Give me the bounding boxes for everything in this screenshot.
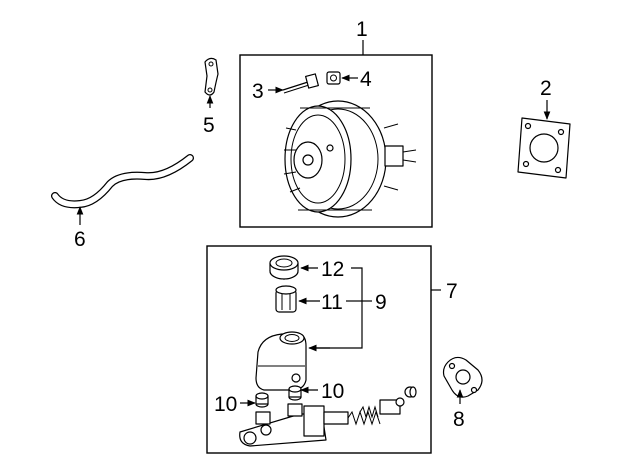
callout-6: 6 bbox=[74, 228, 86, 251]
filter-icon[interactable] bbox=[275, 285, 297, 313]
reservoir-cap-icon[interactable] bbox=[269, 255, 299, 280]
nut-icon[interactable] bbox=[326, 71, 341, 85]
vacuum-hose-icon[interactable] bbox=[51, 154, 194, 209]
booster-box bbox=[239, 54, 433, 228]
brake-booster-icon[interactable] bbox=[283, 100, 417, 218]
master-cylinder-box bbox=[206, 245, 432, 454]
callout-1: 1 bbox=[356, 18, 368, 41]
callout-11: 11 bbox=[321, 291, 343, 314]
clip-icon[interactable] bbox=[204, 57, 219, 96]
bolt-icon[interactable] bbox=[282, 73, 319, 94]
callout-8: 8 bbox=[453, 408, 465, 431]
master-cylinder-icon[interactable] bbox=[239, 331, 417, 447]
callout-7: 7 bbox=[446, 280, 458, 303]
cylinder-gasket-icon[interactable] bbox=[442, 356, 483, 398]
grommet-icon[interactable] bbox=[255, 392, 269, 408]
callout-10-right: 10 bbox=[321, 380, 344, 403]
callout-5: 5 bbox=[203, 114, 215, 137]
booster-gasket-icon[interactable] bbox=[517, 117, 571, 179]
callout-12: 12 bbox=[321, 258, 344, 281]
callout-4: 4 bbox=[360, 68, 372, 91]
callout-3: 3 bbox=[252, 80, 264, 103]
callout-10-left: 10 bbox=[214, 393, 237, 416]
grommet-icon[interactable] bbox=[288, 385, 302, 401]
callout-9: 9 bbox=[375, 291, 387, 314]
callout-2: 2 bbox=[540, 77, 552, 100]
